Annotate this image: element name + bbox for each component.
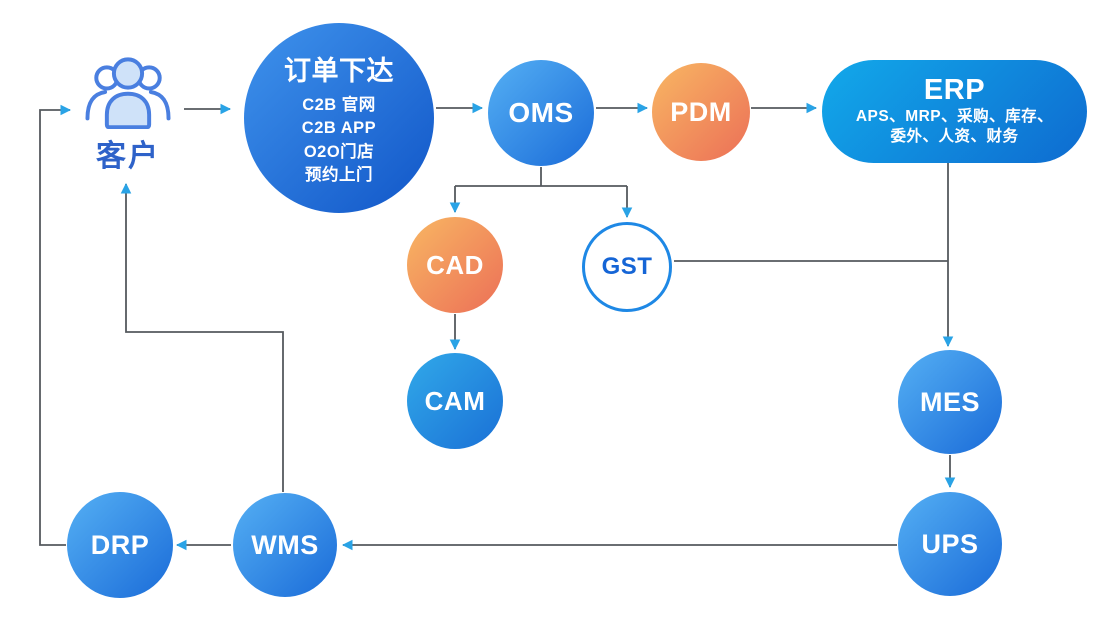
order-channel: O2O门店 [303,142,375,161]
node-drp: DRP [67,492,173,598]
node-order: 订单下达 C2B 官网 C2B APP O2O门店 预约上门 [244,23,434,213]
node-order-channels: C2B 官网 C2B APP O2O门店 预约上门 [302,94,376,186]
node-pdm: PDM [652,63,750,161]
node-cam: CAM [407,353,503,449]
node-oms-label: OMS [508,97,574,128]
node-ups: UPS [898,492,1002,596]
node-mes: MES [898,350,1002,454]
node-gst: GST [582,222,672,312]
order-channel: C2B APP [301,119,377,138]
node-pdm-label: PDM [670,96,732,127]
order-channel: C2B 官网 [302,96,376,115]
node-mes-label: MES [919,386,980,417]
node-ups-label: UPS [921,528,979,559]
node-erp: ERP APS、MRP、采购、库存、 委外、人资、财务 [822,60,1087,163]
erp-modules-line: APS、MRP、采购、库存、 [855,107,1054,125]
node-cad: CAD [407,217,503,313]
order-channel: 预约上门 [304,165,373,184]
node-oms: OMS [488,60,594,166]
node-customer: 客户 [72,55,184,175]
node-order-title: 订单下达 [284,56,394,87]
erp-modules-line: 委外、人资、财务 [890,128,1019,146]
node-erp-title: ERP [923,73,986,106]
node-drp-label: DRP [90,529,150,560]
node-cad-label: CAD [426,249,484,280]
node-gst-label: GST [601,253,653,280]
customer-group-icon [85,57,171,129]
node-wms-label: WMS [251,529,319,560]
node-erp-modules: APS、MRP、采购、库存、 委外、人资、财务 [856,107,1053,149]
node-wms: WMS [233,493,337,597]
arrow-drp-to-customer [39,104,72,546]
node-cam-label: CAM [424,385,486,416]
arrow-wms-to-customer [120,182,284,492]
node-customer-label: 客户 [96,140,160,173]
